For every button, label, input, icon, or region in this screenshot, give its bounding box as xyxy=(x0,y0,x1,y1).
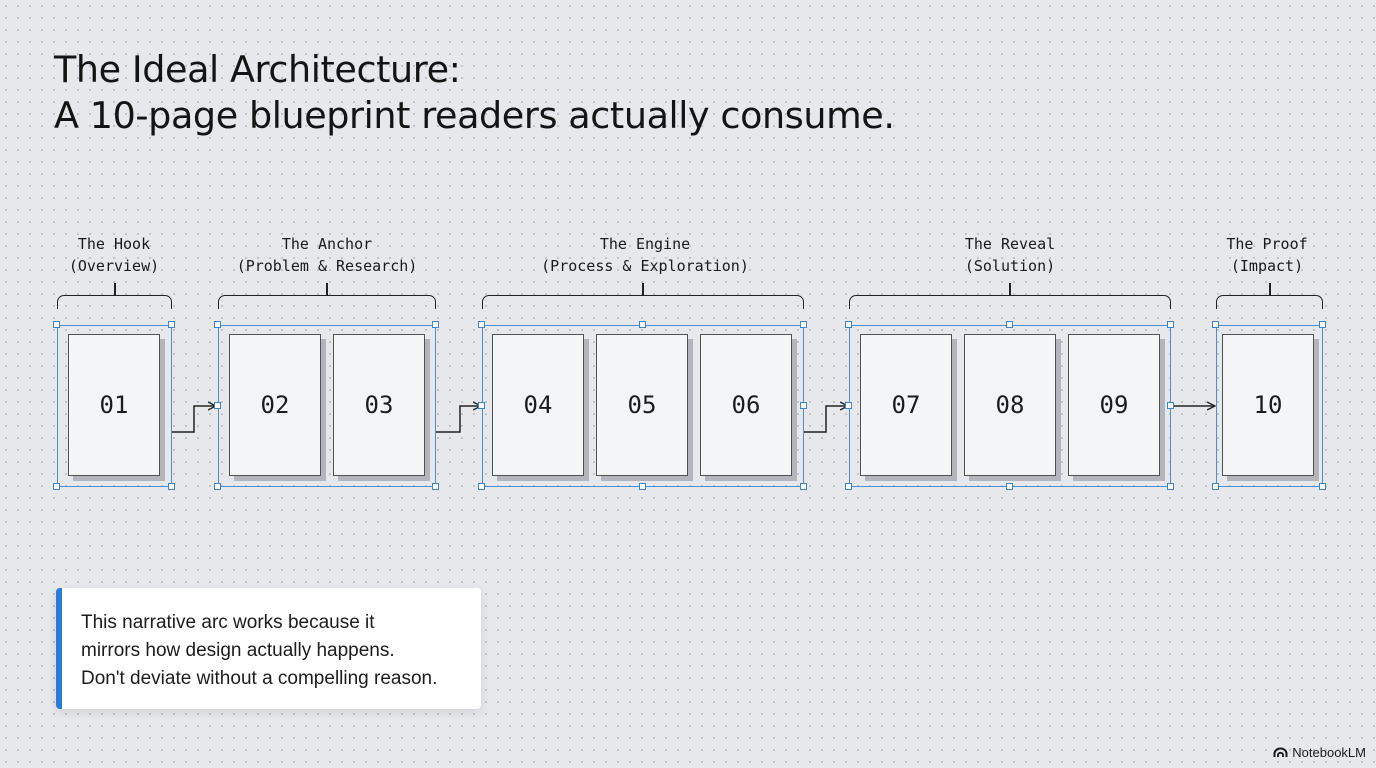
resize-handle[interactable] xyxy=(214,483,221,490)
callout-note: This narrative arc works because it mirr… xyxy=(56,588,481,709)
resize-handle[interactable] xyxy=(1212,321,1219,328)
section-name: The Engine xyxy=(599,235,691,253)
resize-handle[interactable] xyxy=(845,321,852,328)
title-line-2: A 10-page blueprint readers actually con… xyxy=(54,94,895,137)
brace-tip-proof xyxy=(1269,283,1271,295)
page-10[interactable]: 10 xyxy=(1222,334,1314,476)
page-06[interactable]: 06 xyxy=(700,334,792,476)
page-05[interactable]: 05 xyxy=(596,334,688,476)
section-name: The Hook xyxy=(77,235,151,253)
connector-hook-anchor xyxy=(172,406,216,433)
brace-reveal xyxy=(849,295,1171,309)
section-label-hook: The Hook (Overview) xyxy=(69,233,159,277)
resize-handle[interactable] xyxy=(1006,483,1013,490)
section-subtitle: (Process & Exploration) xyxy=(541,257,749,275)
resize-handle[interactable] xyxy=(478,402,485,409)
resize-handle[interactable] xyxy=(214,402,221,409)
resize-handle[interactable] xyxy=(1167,483,1174,490)
section-label-anchor: The Anchor (Problem & Research) xyxy=(237,233,418,277)
page-08[interactable]: 08 xyxy=(964,334,1056,476)
page-01[interactable]: 01 xyxy=(68,334,160,476)
resize-handle[interactable] xyxy=(1319,483,1326,490)
page-02[interactable]: 02 xyxy=(229,334,321,476)
resize-handle[interactable] xyxy=(1167,321,1174,328)
brace-hook xyxy=(57,295,172,309)
resize-handle[interactable] xyxy=(432,321,439,328)
group-hook[interactable] xyxy=(57,325,172,487)
section-name: The Proof xyxy=(1226,235,1308,253)
page-03[interactable]: 03 xyxy=(333,334,425,476)
section-label-engine: The Engine (Process & Exploration) xyxy=(541,233,749,277)
section-subtitle: (Overview) xyxy=(68,257,160,275)
brace-tip-reveal xyxy=(1009,283,1011,295)
section-subtitle: (Problem & Research) xyxy=(236,257,418,275)
page-09[interactable]: 09 xyxy=(1068,334,1160,476)
brace-tip-engine xyxy=(642,283,644,295)
section-label-proof: The Proof (Impact) xyxy=(1226,233,1307,277)
group-proof[interactable] xyxy=(1216,325,1323,487)
resize-handle[interactable] xyxy=(478,483,485,490)
section-label-reveal: The Reveal (Solution) xyxy=(965,233,1055,277)
resize-handle[interactable] xyxy=(800,402,807,409)
resize-handle[interactable] xyxy=(1319,321,1326,328)
note-line-1: This narrative arc works because it xyxy=(81,612,375,633)
resize-handle[interactable] xyxy=(53,483,60,490)
resize-handle[interactable] xyxy=(845,483,852,490)
resize-handle[interactable] xyxy=(214,321,221,328)
page-04[interactable]: 04 xyxy=(492,334,584,476)
brace-anchor xyxy=(218,295,436,309)
resize-handle[interactable] xyxy=(478,321,485,328)
section-subtitle: (Impact) xyxy=(1230,257,1304,275)
page-title: The Ideal Architecture: A 10-page bluepr… xyxy=(54,47,895,139)
brand-label: NotebookLM xyxy=(1292,745,1366,760)
page-07[interactable]: 07 xyxy=(860,334,952,476)
title-line-1: The Ideal Architecture: xyxy=(54,48,461,91)
resize-handle[interactable] xyxy=(432,483,439,490)
resize-handle[interactable] xyxy=(800,321,807,328)
brand-watermark: NotebookLM xyxy=(1273,745,1366,760)
resize-handle[interactable] xyxy=(53,321,60,328)
connector-engine-reveal xyxy=(804,406,848,433)
section-subtitle: (Solution) xyxy=(964,257,1056,275)
resize-handle[interactable] xyxy=(845,402,852,409)
note-line-3: Don't deviate without a compelling reaso… xyxy=(81,668,438,689)
resize-handle[interactable] xyxy=(1167,402,1174,409)
connector-anchor-engine xyxy=(436,406,481,433)
note-line-2: mirrors how design actually happens. xyxy=(81,640,395,661)
brace-tip-anchor xyxy=(326,283,328,295)
resize-handle[interactable] xyxy=(168,483,175,490)
resize-handle[interactable] xyxy=(1006,321,1013,328)
brace-tip-hook xyxy=(114,283,116,295)
resize-handle[interactable] xyxy=(800,483,807,490)
resize-handle[interactable] xyxy=(639,321,646,328)
resize-handle[interactable] xyxy=(168,321,175,328)
section-name: The Reveal xyxy=(964,235,1056,253)
brace-engine xyxy=(482,295,804,309)
resize-handle[interactable] xyxy=(1212,483,1219,490)
brace-proof xyxy=(1216,295,1323,309)
section-name: The Anchor xyxy=(281,235,373,253)
resize-handle[interactable] xyxy=(639,483,646,490)
notebooklm-logo-icon xyxy=(1273,747,1288,757)
